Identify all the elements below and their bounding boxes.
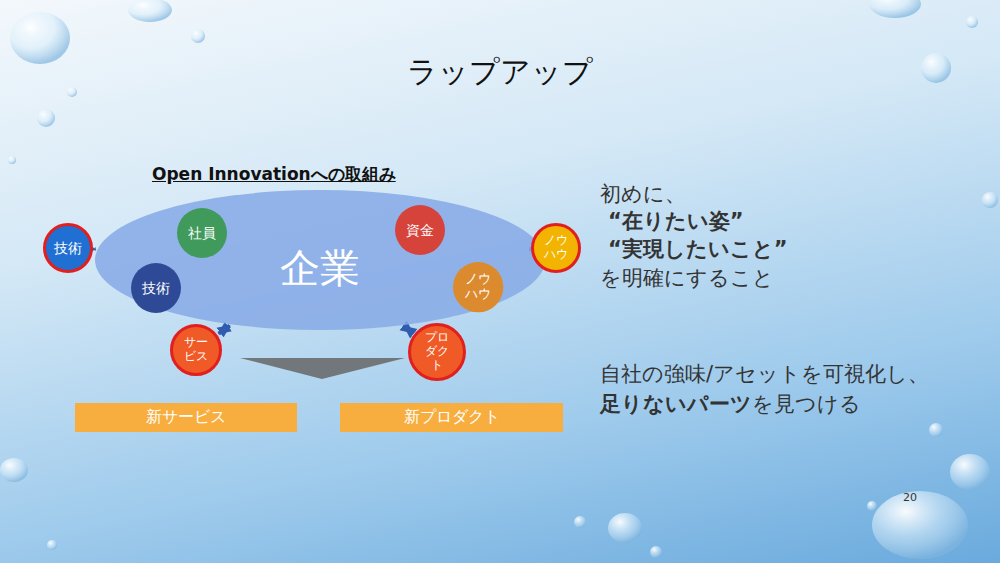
resource-circle: ノウ ハウ <box>453 262 503 312</box>
note-text: を見つける <box>752 390 861 418</box>
node-label: 新サービス <box>146 408 226 426</box>
arrow-connector <box>404 326 412 333</box>
resource-circle: 技術 <box>131 263 181 313</box>
section-heading: Open Innovationへの取組み <box>152 163 396 186</box>
node-label: 技術 <box>142 280 170 296</box>
arrow-connector <box>219 326 230 334</box>
external-circle: 技術 <box>43 223 93 273</box>
company-ellipse: 企業 社員 資金技術 ノウ ハウ <box>95 190 545 330</box>
node-label: 資金 <box>406 222 434 238</box>
node-label: 企業 <box>280 245 360 291</box>
external-circle: ノウ ハウ <box>531 223 581 273</box>
page-number: 20 <box>903 491 917 504</box>
down-arrow <box>240 358 405 379</box>
note-text: “実現したいこと” <box>608 235 788 263</box>
arrow-connector <box>93 247 98 251</box>
external-circle: プロ ダク ト <box>408 323 466 381</box>
node-label: ノウ ハウ <box>542 234 570 262</box>
resource-circle: 資金 <box>395 205 445 255</box>
note-text: 足りないパーツ <box>600 390 752 418</box>
node-label: サー ビス <box>182 336 210 364</box>
result-band: 新サービス <box>75 403 297 432</box>
node-label: 新プロダクト <box>404 408 500 426</box>
node-label: 社員 <box>188 225 216 241</box>
node-label: プロ ダク ト <box>423 331 451 372</box>
node-label: ノウ ハウ <box>463 272 493 302</box>
note-text: 初めに、 <box>600 180 686 208</box>
slide-title: ラップアップ <box>407 52 593 93</box>
note-text: “在りたい姿” <box>608 207 744 235</box>
node-label: 技術 <box>54 240 82 256</box>
note-text: 自社の強味/アセットを可視化し、 <box>600 360 929 388</box>
result-band: 新プロダクト <box>340 403 563 432</box>
resource-circle: 社員 <box>177 208 227 258</box>
external-circle: サー ビス <box>170 324 222 376</box>
note-text: を明確にすること <box>600 264 774 292</box>
